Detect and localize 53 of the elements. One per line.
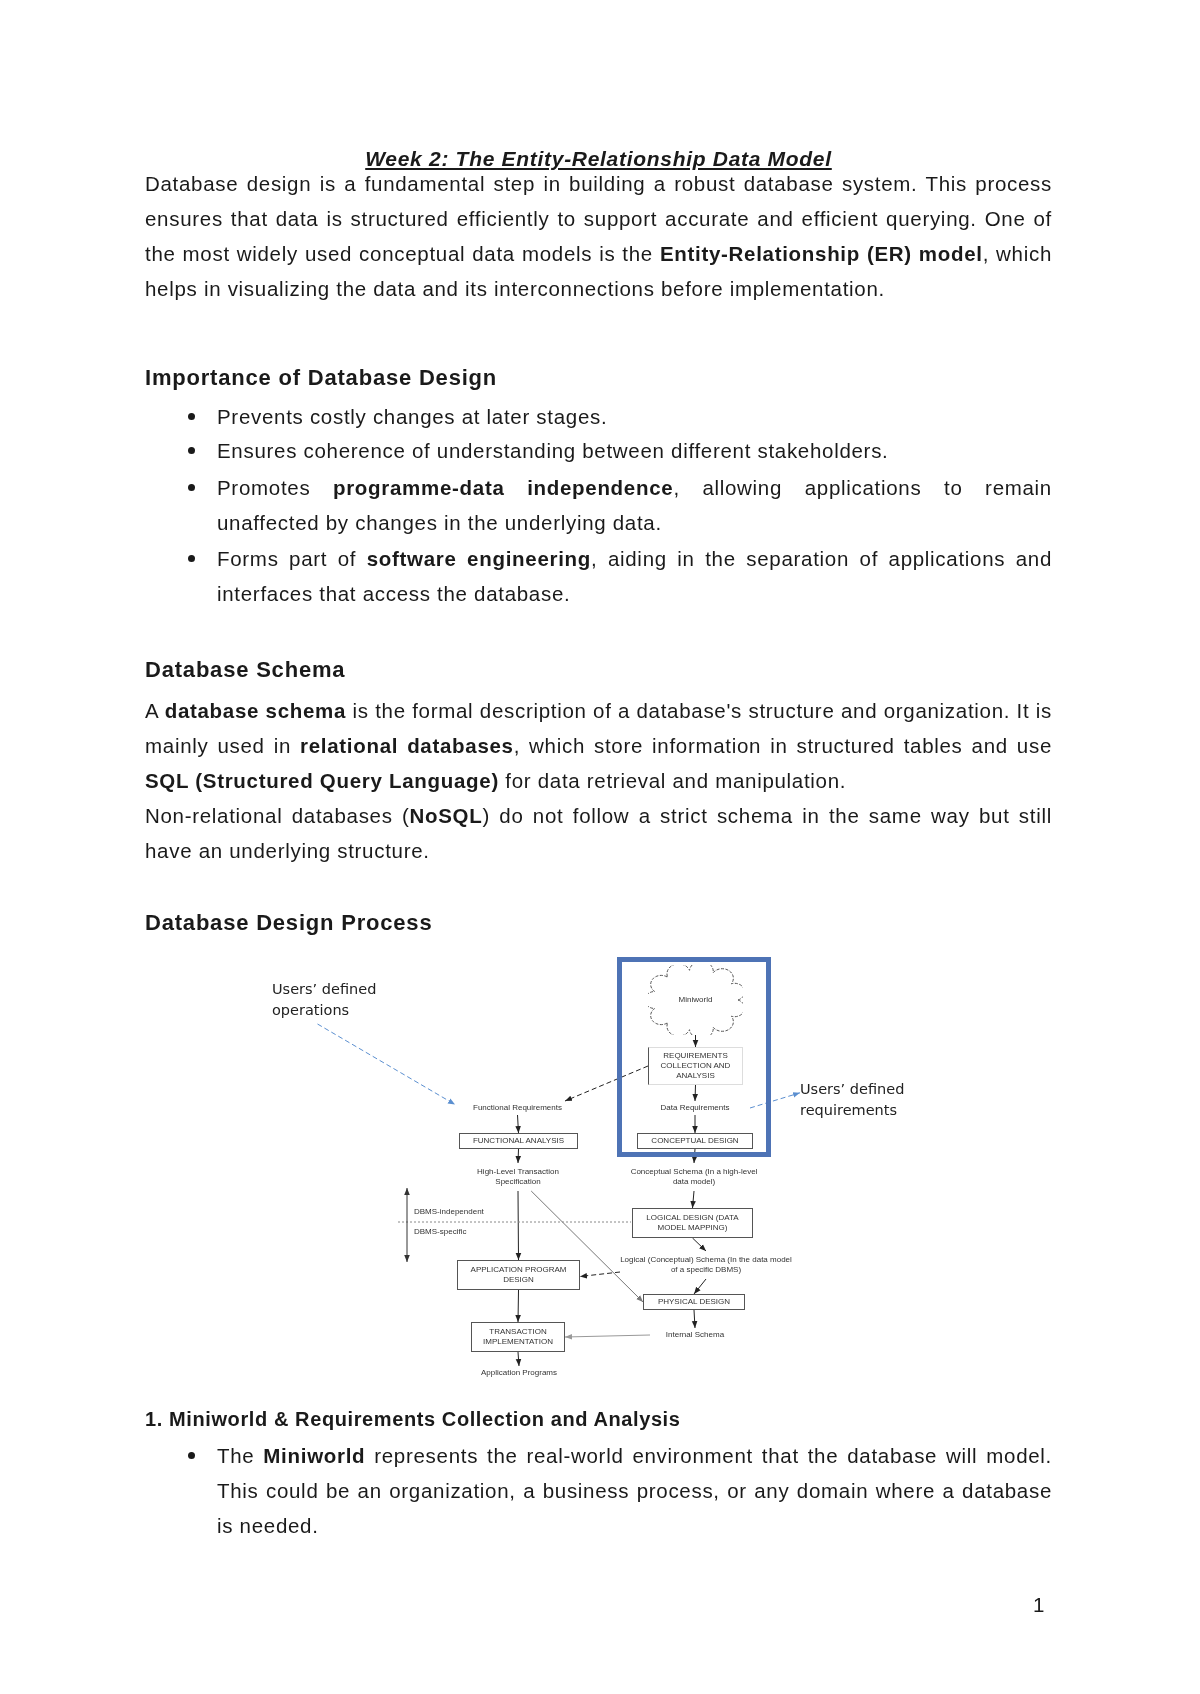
section-heading: Importance of Database Design — [145, 364, 499, 392]
dbms-scope-label: DBMS-specific — [414, 1227, 468, 1237]
arrow — [564, 1334, 651, 1340]
callout-text: Users’ defined operations — [272, 976, 402, 1024]
bullet-text: Forms part of software engineering, aiding in the separation of applications and interfaces that access the database. — [217, 546, 1052, 607]
arrow — [692, 1114, 698, 1134]
process-box: TRANSACTION IMPLEMENTATION — [471, 1322, 565, 1352]
page-number: 1 — [1031, 1592, 1045, 1618]
body-paragraph: A database schema is the formal description of a database's structure and organization. It is mainly used in relational databases, which store information in structured tables and use SQL (Structured Query Language) for data retrieval and manipulation. — [145, 698, 1052, 794]
flow-label: Data Requirements — [640, 1101, 750, 1115]
process-box: REQUIREMENTS COLLECTION AND ANALYSIS — [648, 1047, 743, 1085]
arrow — [530, 1190, 644, 1303]
section-heading: Database Design Process — [145, 909, 434, 937]
arrow — [692, 1237, 707, 1252]
flow-label: Logical (Conceptual) Schema (In the data model of a specific DBMS) — [620, 1251, 792, 1279]
arrow — [515, 1190, 522, 1261]
section-heading: Database Schema — [145, 656, 347, 684]
bullet-text: Promotes programme-data independence, allowing applications to remain unaffected by changes in the underlying data. — [217, 475, 1052, 536]
flow-label: Conceptual Schema (In a high-level data model) — [630, 1163, 758, 1191]
arrow — [691, 1309, 698, 1329]
process-box: LOGICAL DESIGN (DATA MODEL MAPPING) — [632, 1208, 753, 1238]
flow-label: Application Programs — [465, 1366, 573, 1380]
arrow — [692, 1034, 699, 1048]
flow-label: Internal Schema — [650, 1328, 740, 1342]
document-title: Week 2: The Entity-Relationship Data Model — [364, 146, 833, 172]
process-box: PHYSICAL DESIGN — [643, 1294, 745, 1310]
process-box: FUNCTIONAL ANALYSIS — [459, 1133, 578, 1149]
bullet-text: Prevents costly changes at later stages. — [217, 404, 609, 430]
arrow — [693, 1278, 707, 1295]
flow-label: Functional Requirements — [455, 1101, 580, 1115]
callout-text: Users’ defined requirements — [800, 1076, 920, 1124]
highlight-frame — [617, 957, 771, 1157]
bullet-text: Ensures coherence of understanding between different stakeholders. — [217, 438, 890, 464]
bullet-text: The Miniworld represents the real-world environment that the database will model. This could be an organization, a business process, or any domain where a database is needed. — [217, 1443, 1052, 1539]
flow-label: High-Level Transaction Specification — [463, 1163, 573, 1191]
process-box: APPLICATION PROGRAM DESIGN — [457, 1260, 580, 1290]
process-box: CONCEPTUAL DESIGN — [637, 1133, 753, 1149]
dbms-scope-label: DBMS-independent — [414, 1207, 485, 1217]
body-paragraph: Database design is a fundamental step in building a robust database system. This process ensures that data is structured efficiently to support accurate and efficient querying. One of the most widely used conceptual data models is the Entity-Relationship (ER) model, which helps in visualizing the data and its interconnections before implementation. — [145, 171, 1052, 302]
arrow — [515, 1351, 522, 1367]
section-heading: 1. Miniworld & Requirements Collection and Analysis — [145, 1407, 682, 1432]
dashed-arrow — [579, 1271, 621, 1279]
arrow — [692, 1084, 698, 1102]
arrow — [691, 1148, 698, 1164]
body-paragraph: Non-relational databases (NoSQL) do not follow a strict schema in the same way but still have an underlying structure. — [145, 803, 1052, 864]
miniworld-cloud: Miniworld — [648, 965, 743, 1035]
arrow — [690, 1190, 696, 1209]
dashed-arrow — [749, 1092, 801, 1109]
arrow — [515, 1148, 522, 1164]
arrow — [515, 1289, 521, 1323]
dashed-arrow — [317, 1023, 456, 1105]
arrow — [515, 1114, 521, 1134]
dashed-arrow — [564, 1065, 649, 1102]
